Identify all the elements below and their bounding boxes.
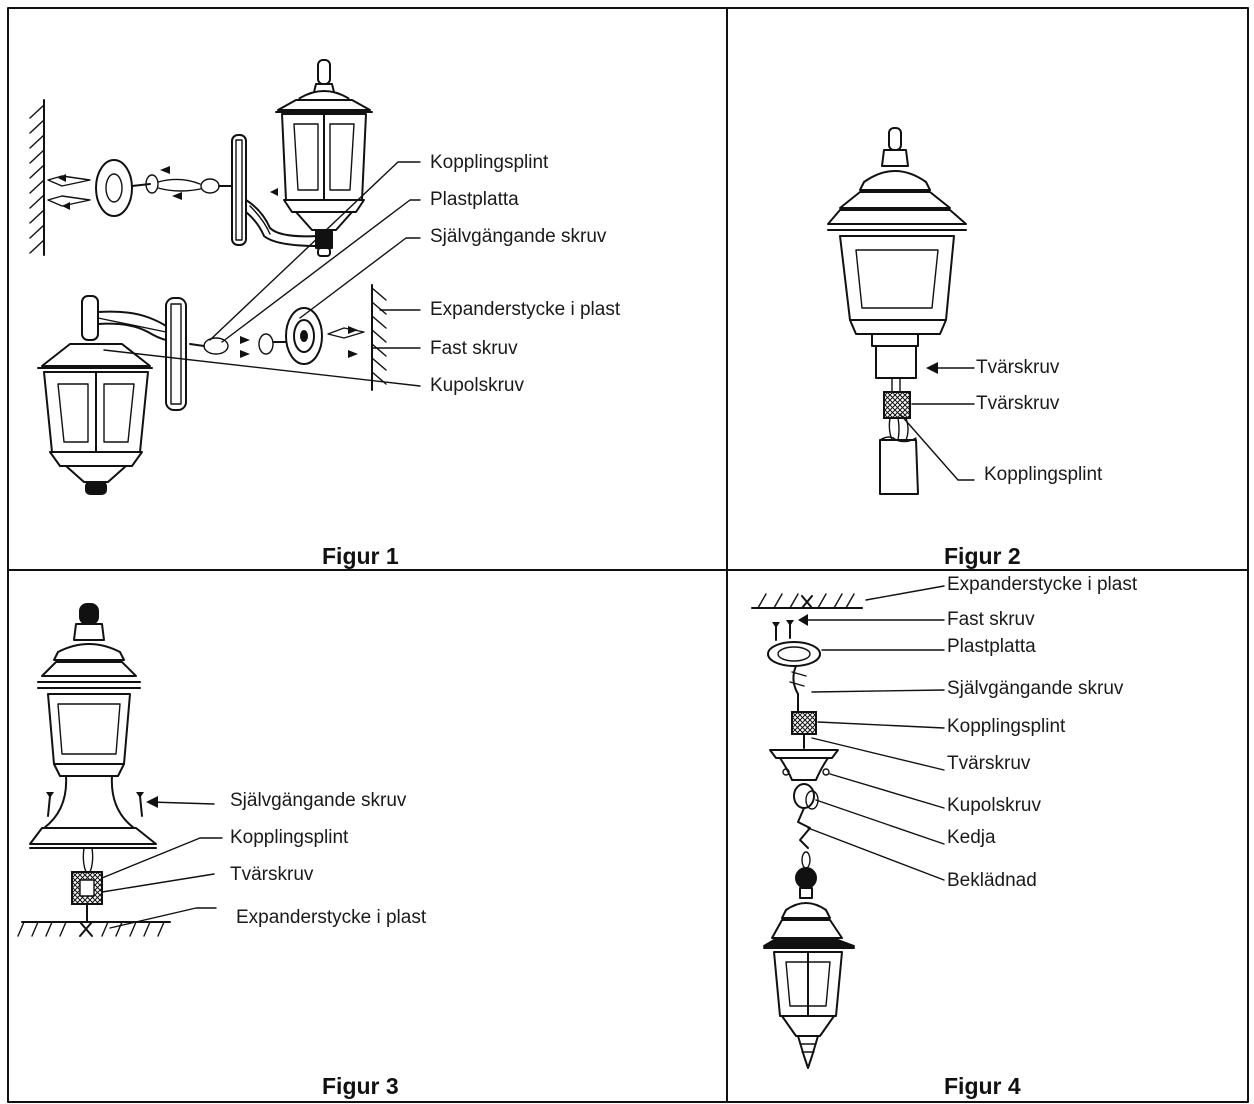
label-expanderstycke-i-plast: Expanderstycke i plast — [430, 299, 621, 320]
backplate-lower-icon — [165, 297, 187, 411]
label-sjalvgangande-skruv: Självgängande skruv — [430, 226, 607, 247]
figure-2-leaders — [899, 362, 975, 481]
label-kupolskruv: Kupolskruv — [430, 375, 524, 396]
post-lantern-icon — [827, 127, 967, 379]
label-sjalvgangande-skruv: Självgängande skruv — [947, 678, 1124, 699]
label-expanderstycke-i-plast: Expanderstycke i plast — [947, 574, 1138, 595]
label-tvarskruv: Tvärskruv — [947, 753, 1031, 774]
label-tvarskruv-lower: Tvärskruv — [976, 393, 1060, 414]
lamp-arm-upper-icon — [245, 199, 319, 247]
label-kopplingsplint: Kopplingsplint — [984, 464, 1103, 485]
figure-1-leaders — [103, 161, 421, 387]
lantern-lower-icon — [37, 343, 153, 495]
figure-1-drawing — [29, 59, 421, 495]
lamp-arm-lower-icon — [81, 295, 167, 341]
post-pipe-icon — [879, 436, 919, 495]
lantern-upper-icon — [275, 59, 373, 257]
wall-right-icon — [371, 284, 387, 391]
cable-connector-icon — [883, 377, 911, 441]
ceiling-screws-icon — [772, 620, 794, 641]
canopy-plate-icon — [767, 641, 821, 713]
pillar-lantern-icon — [29, 603, 157, 849]
label-bekladnad: Beklädnad — [947, 870, 1037, 891]
figure-4-leaders — [798, 585, 945, 881]
cable-connector-3-icon — [71, 847, 103, 923]
screws-icon — [46, 792, 144, 817]
label-fast-skruv: Fast skruv — [947, 609, 1035, 630]
label-kupolskruv: Kupolskruv — [947, 795, 1041, 816]
caption-figur-3: Figur 3 — [322, 1073, 399, 1099]
canopy-icon — [769, 749, 839, 781]
label-kopplingsplint: Kopplingsplint — [947, 716, 1066, 737]
label-plastplatta: Plastplatta — [947, 636, 1036, 657]
caption-figur-2: Figur 2 — [944, 543, 1021, 569]
label-kopplingsplint: Kopplingsplint — [230, 827, 349, 848]
label-tvarskruv: Tvärskruv — [230, 864, 314, 885]
caption-figur-1: Figur 1 — [322, 543, 399, 569]
hanging-lantern-icon — [763, 867, 855, 1069]
label-plastplatta: Plastplatta — [430, 189, 519, 210]
label-kedja: Kedja — [947, 827, 996, 848]
label-kopplingsplint: Kopplingsplint — [430, 152, 549, 173]
wall-anchors-upper-icon — [47, 174, 91, 210]
label-expanderstycke-i-plast: Expanderstycke i plast — [236, 907, 427, 928]
figure-2-drawing — [827, 127, 975, 495]
caption-figur-4: Figur 4 — [944, 1073, 1021, 1099]
backplate-upper-icon — [231, 134, 278, 246]
label-sjalvgangande-skruv: Självgängande skruv — [230, 790, 407, 811]
connector-4-icon — [791, 711, 817, 749]
ceiling-icon — [751, 593, 863, 609]
label-fast-skruv: Fast skruv — [430, 338, 518, 359]
ground-icon — [17, 921, 171, 937]
wall-left-icon — [29, 99, 45, 256]
figure-4-drawing — [751, 585, 945, 1069]
label-tvarskruv-upper: Tvärskruv — [976, 357, 1060, 378]
chain-icon — [793, 783, 819, 869]
mounting-plate-lower-icon — [189, 307, 365, 365]
mounting-plate-upper-icon — [95, 159, 233, 217]
figure-3-drawing — [17, 603, 223, 937]
panel-frame — [7, 7, 1249, 1103]
figure-3-leaders — [101, 796, 223, 929]
